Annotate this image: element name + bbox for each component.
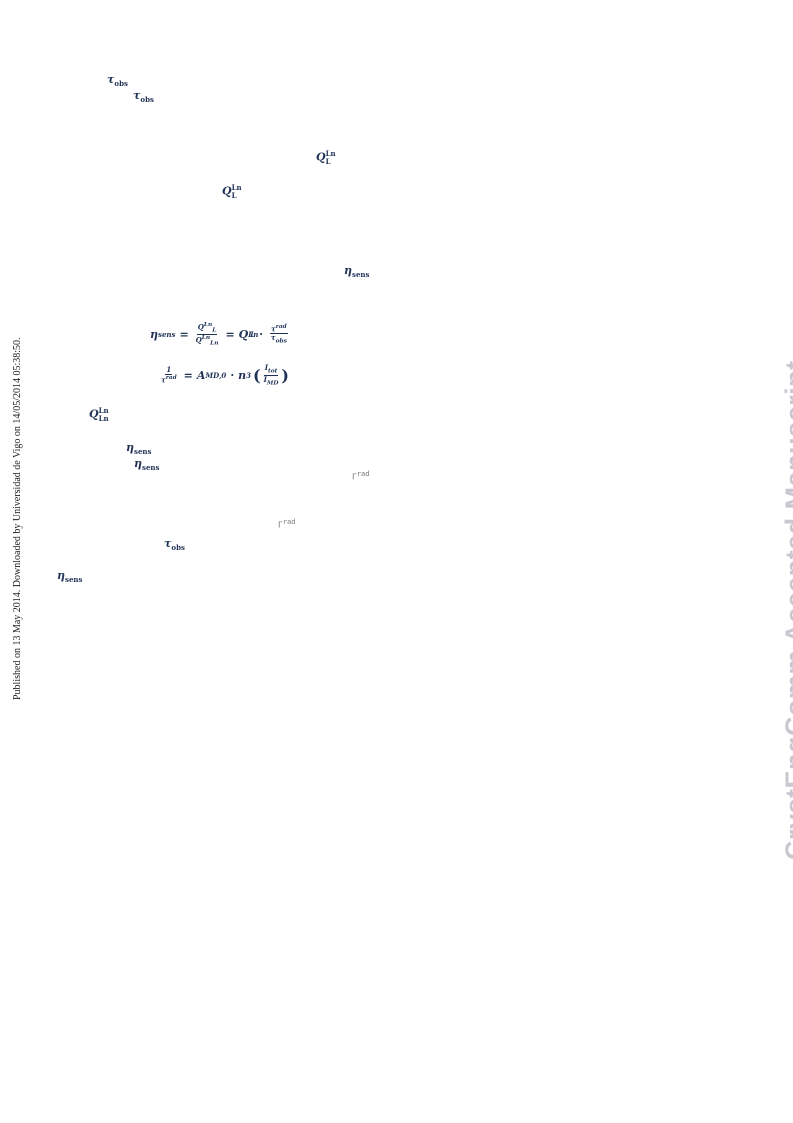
tau-obs-symbol: τobs — [133, 89, 154, 105]
eta-sens-symbol: ηsens — [134, 457, 160, 473]
q-ln-ln-symbol: QLnLn — [89, 406, 109, 423]
fraction-q-ratio: QLnL QLnLn — [195, 322, 219, 347]
q-l-ln-symbol: QLnL — [222, 183, 242, 200]
fraction-tau-ratio: τrad τobs — [270, 324, 288, 345]
q-l-ln-symbol: QLnL — [316, 149, 336, 166]
eta-sens-symbol: ηsens — [57, 569, 83, 585]
fraction-inverse-tau-rad: 1 τrad — [161, 365, 177, 385]
tau-obs-symbol: τobs — [107, 73, 128, 89]
fraction-intensity-ratio: Itot IMD — [263, 363, 279, 386]
gamma-rad-symbol: Γrad — [352, 470, 370, 482]
gamma-rad-symbol: Γrad — [278, 518, 296, 530]
accepted-manuscript-watermark: CrystEngComm Accepted Manuscript — [780, 360, 793, 860]
eta-sens-symbol: ηsens — [344, 264, 370, 280]
publication-note: Published on 13 May 2014. Downloaded by … — [12, 337, 23, 700]
tau-obs-symbol: τobs — [164, 537, 185, 553]
eta-sens-symbol: ηsens — [126, 441, 152, 457]
